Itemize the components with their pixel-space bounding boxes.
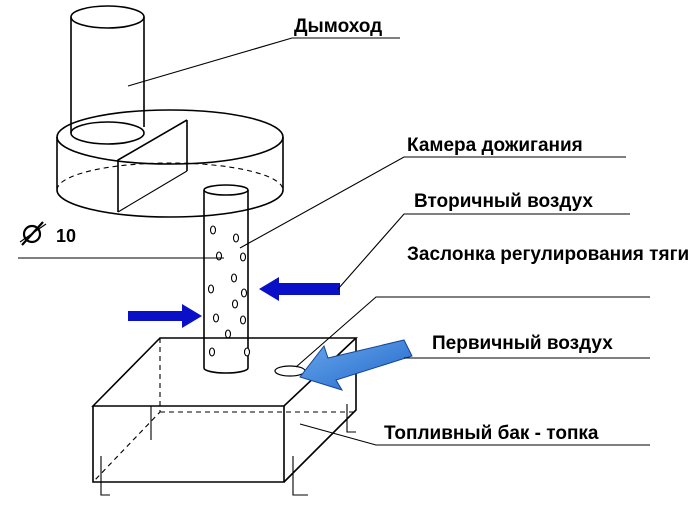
primary-air-arrow [299, 339, 413, 391]
afterburner-disk [56, 109, 284, 218]
secondary-air-label: Вторичный воздух [414, 191, 593, 212]
secondary-air-arrow-right [259, 277, 340, 301]
hole-diameter-label: 10 [56, 226, 77, 246]
fuel-tank-box [91, 337, 359, 496]
fuel-tank-label: Топливный бак - топка [384, 423, 599, 444]
draft-damper [274, 365, 306, 377]
damper-label: Заслонка регулирования тяги [407, 244, 690, 265]
chimney-pipe [70, 5, 145, 145]
leader-lines [18, 37, 650, 446]
afterburner-label: Камера дожигания [407, 135, 583, 156]
secondary-air-arrow-left [128, 304, 202, 328]
primary-air-label: Первичный воздух [432, 333, 613, 354]
chimney-label: Дымоход [294, 16, 383, 37]
diameter-symbol-icon [21, 221, 44, 246]
